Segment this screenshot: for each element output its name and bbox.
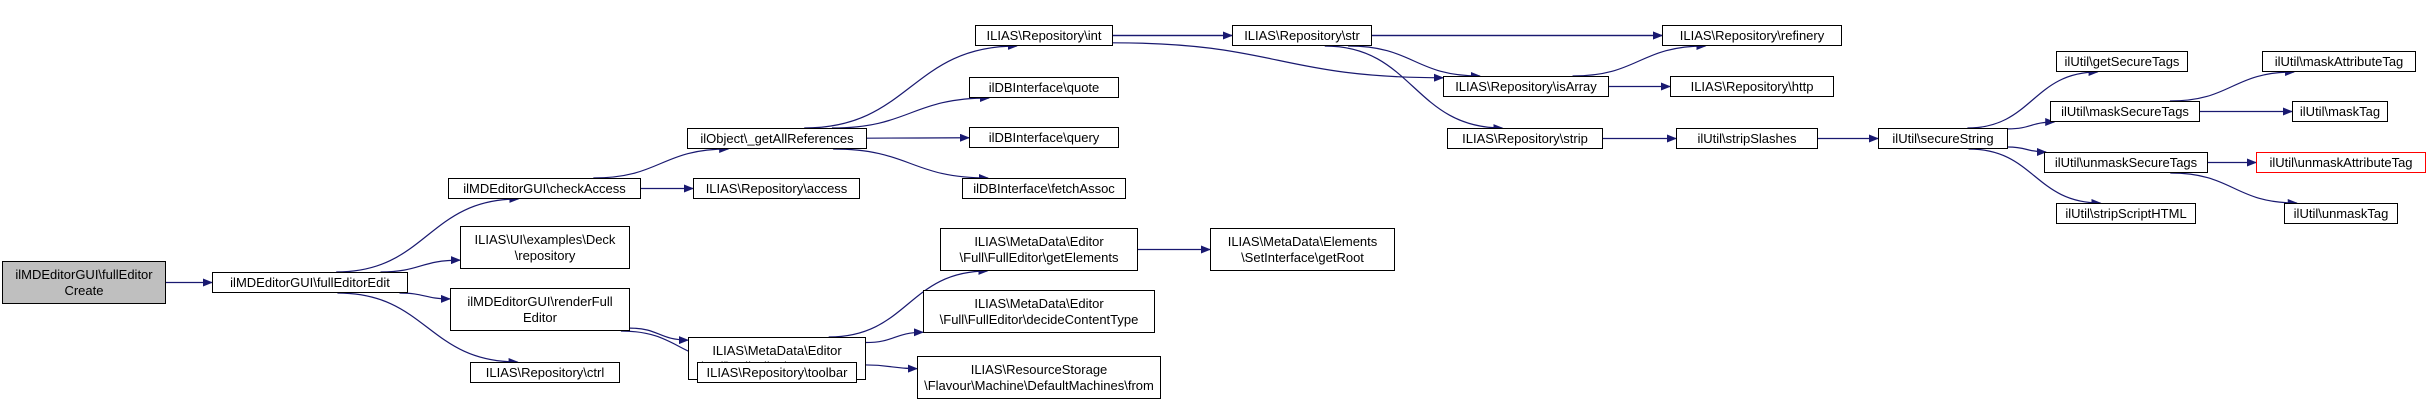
- node-get-elements[interactable]: ILIAS\MetaData\Editor \Full\FullEditor\g…: [940, 228, 1138, 271]
- node-default-machines-from[interactable]: ILIAS\ResourceStorage \Flavour\Machine\D…: [917, 356, 1161, 399]
- node-mask-attribute-tag[interactable]: ilUtil\maskAttributeTag: [2262, 51, 2416, 72]
- node-repository-strip[interactable]: ILIAS\Repository\strip: [1447, 128, 1603, 149]
- node-get-secure-tags[interactable]: ilUtil\getSecureTags: [2056, 51, 2188, 72]
- node-repository-toolbar[interactable]: ILIAS\Repository\toolbar: [697, 362, 857, 383]
- node-repository-int[interactable]: ILIAS\Repository\int: [975, 25, 1113, 46]
- edge-n_int-to-n_isa: [1112, 42, 1444, 82]
- node-unmask-attribute-tag[interactable]: ilUtil\unmaskAttributeTag: [2256, 152, 2426, 173]
- node-repository-http[interactable]: ILIAS\Repository\http: [1670, 76, 1834, 97]
- edge-n_sec-to-n_gst: [1967, 68, 2099, 129]
- edge-n_gar-to-n_int: [804, 42, 1018, 129]
- edge-n_sec-to-n_ust: [2007, 146, 2047, 156]
- edge-n_fe-to-n_ctrl: [337, 292, 519, 366]
- node-db-query[interactable]: ilDBInterface\query: [969, 127, 1119, 148]
- node-unmask-secure-tags[interactable]: ilUtil\unmaskSecureTags: [2044, 152, 2208, 173]
- node-repository-str[interactable]: ILIAS\Repository\str: [1232, 25, 1372, 46]
- edge-n_gc-to-n_from: [865, 364, 918, 373]
- node-get-all-references[interactable]: ilObject\_getAllReferences: [687, 128, 867, 149]
- edge-n_sec-to-n_mst: [2007, 118, 2056, 130]
- edge-n_ca-to-n_gar: [593, 145, 730, 179]
- edge-n_str-to-n_isa: [1348, 45, 1481, 80]
- node-mask-tag[interactable]: ilUtil\maskTag: [2292, 101, 2388, 122]
- edge-n_fe-to-n_rf: [399, 292, 451, 303]
- edge-n_gc-to-n_dct: [865, 328, 924, 344]
- edge-n_isa-to-n_ref: [1572, 42, 1707, 77]
- node-fulleditor-create[interactable]: ilMDEditorGUI\fullEditor Create: [2, 261, 166, 304]
- edge-n_sec-to-n_ssh: [1968, 148, 2102, 207]
- edge-n_str-to-n_strip: [1324, 45, 1504, 132]
- node-repository-access[interactable]: ILIAS\Repository\access: [693, 178, 860, 199]
- node-db-quote[interactable]: ilDBInterface\quote: [969, 77, 1119, 98]
- node-strip-script-html[interactable]: ilUtil\stripScriptHTML: [2056, 203, 2196, 224]
- node-set-interface-get-root[interactable]: ILIAS\MetaData\Elements \SetInterface\ge…: [1210, 228, 1395, 271]
- edge-n_fe-to-n_ca: [336, 195, 520, 273]
- node-mask-secure-tags[interactable]: ilUtil\maskSecureTags: [2050, 101, 2200, 122]
- node-check-access[interactable]: ilMDEditorGUI\checkAccess: [448, 178, 641, 199]
- node-repository-ctrl[interactable]: ILIAS\Repository\ctrl: [470, 362, 620, 383]
- edge-n_gar-to-n_fa: [833, 148, 989, 182]
- node-strip-slashes[interactable]: ilUtil\stripSlashes: [1676, 128, 1818, 149]
- edge-n_gar-to-n_quote: [831, 94, 991, 129]
- node-render-full-editor[interactable]: ilMDEditorGUI\renderFull Editor: [450, 288, 630, 331]
- edge-n_gc-to-n_ge: [828, 267, 989, 338]
- edge-n_fe-to-n_deck: [380, 256, 461, 273]
- node-repository-is-array[interactable]: ILIAS\Repository\isArray: [1443, 76, 1609, 97]
- node-deck-repository[interactable]: ILIAS\UI\examples\Deck \repository: [460, 226, 630, 269]
- node-db-fetch-assoc[interactable]: ilDBInterface\fetchAssoc: [962, 178, 1126, 199]
- edge-n_mst-to-n_mat: [2169, 68, 2296, 102]
- edge-n_ust-to-n_ut: [2170, 172, 2298, 207]
- node-secure-string[interactable]: ilUtil\secureString: [1878, 128, 2008, 149]
- node-repository-refinery[interactable]: ILIAS\Repository\refinery: [1662, 25, 1842, 46]
- node-unmask-tag[interactable]: ilUtil\unmaskTag: [2284, 203, 2398, 224]
- edges: [165, 31, 2298, 373]
- edge-n_rf-to-n_gc: [629, 327, 689, 345]
- node-decide-content-type[interactable]: ILIAS\MetaData\Editor \Full\FullEditor\d…: [923, 290, 1155, 333]
- node-fulleditor-edit[interactable]: ilMDEditorGUI\fullEditorEdit: [212, 272, 408, 293]
